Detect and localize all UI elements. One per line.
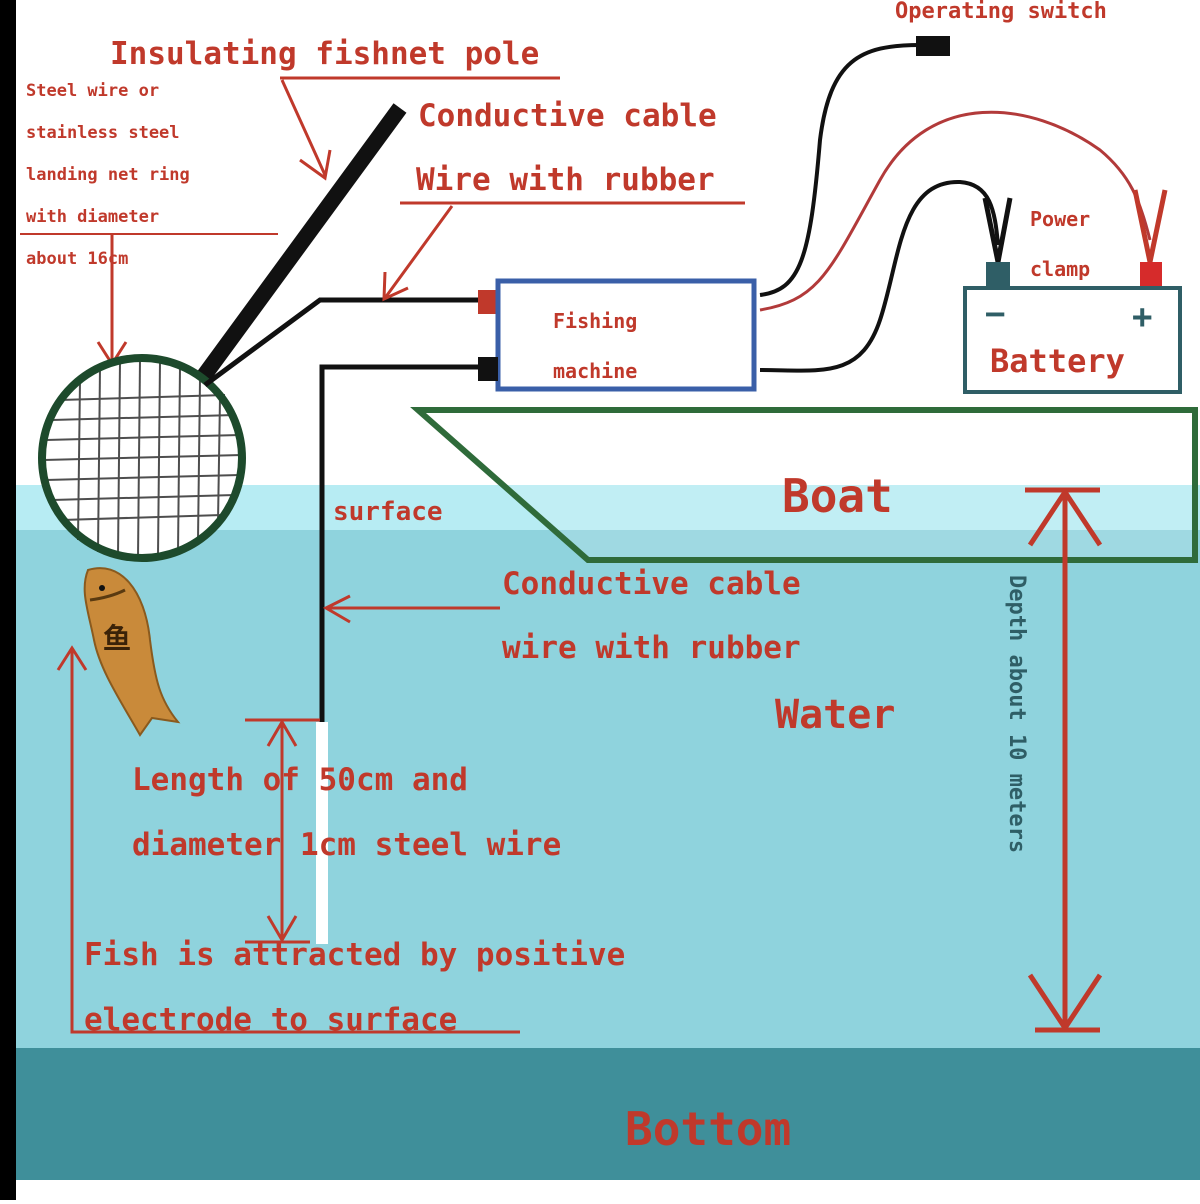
bottom-label: Bottom — [625, 1102, 791, 1156]
battery-plus-sign: + — [1132, 297, 1152, 337]
left-border — [0, 0, 16, 1200]
steel-ring-line-2: stainless steel — [26, 123, 180, 143]
bottom-region — [0, 1048, 1200, 1180]
black-power-clamp-icon — [982, 197, 1013, 286]
red-power-wire — [759, 110, 1152, 312]
fishing-machine-label-1: Fishing — [553, 309, 637, 333]
battery-label: Battery — [990, 342, 1125, 380]
fishing-machine-box — [495, 278, 757, 392]
switch-wire — [759, 43, 921, 297]
conductive-cable-top-label: Conductive cable — [418, 98, 717, 134]
fish-attracted-arrow — [56, 645, 520, 1034]
wire-with-rubber-top-label: Wire with rubber — [416, 162, 715, 198]
insulating-pole — [188, 103, 407, 393]
insulating-pole-label: Insulating fishnet pole — [110, 36, 539, 72]
depth-arrow — [1025, 487, 1103, 1033]
battery-minus-sign: − — [985, 294, 1005, 334]
conductive-cable-mid-label-2: wire with rubber — [502, 630, 801, 666]
landing-net-ring — [38, 354, 246, 562]
fish-attracted-label-2: electrode to surface — [84, 1002, 457, 1038]
red-terminal — [478, 290, 498, 314]
power-clamp-label-2: clamp — [1030, 257, 1090, 281]
fish-icon — [83, 567, 181, 737]
operating-switch-label: Operating switch — [895, 0, 1107, 24]
black-terminal — [478, 357, 498, 381]
conductive-cable-mid-label-1: Conductive cable — [502, 566, 801, 602]
steel-ring-line-4: with diameter — [26, 207, 159, 227]
battery-box — [963, 286, 1182, 394]
fish-character: 鱼 — [103, 622, 131, 655]
depth-label: Depth about 10 meters — [1004, 575, 1029, 853]
red-power-clamp-icon — [1132, 189, 1168, 286]
length-dimension-marker — [245, 718, 320, 944]
boat-hull — [410, 407, 1198, 563]
steel-wire-electrode — [316, 722, 328, 944]
surface-label: surface — [333, 497, 443, 527]
water-label: Water — [775, 692, 895, 738]
mid-cable-arrow — [322, 594, 500, 624]
fish-attracted-label-1: Fish is attracted by positive — [84, 937, 625, 973]
top-conductive-cable — [203, 297, 480, 388]
length-label-1: Length of 50cm and — [132, 762, 468, 798]
power-clamp-label-1: Power — [1030, 207, 1090, 231]
black-power-wire — [759, 179, 1000, 373]
pole-arrow — [280, 79, 332, 181]
water-region — [0, 530, 1200, 1048]
steel-ring-line-3: landing net ring — [26, 165, 190, 185]
operating-switch-icon — [916, 36, 950, 56]
submerged-conductive-cable — [319, 364, 480, 722]
steel-ring-note: Steel wire or stainless steel landing ne… — [26, 81, 190, 269]
length-label-2: diameter 1cm steel wire — [132, 827, 561, 863]
steel-ring-line-5: about 16cm — [26, 249, 128, 269]
steel-ring-line-1: Steel wire or — [26, 81, 159, 101]
wire-rubber-arrow — [382, 205, 454, 302]
fishing-machine-label-2: machine — [553, 359, 637, 383]
boat-label: Boat — [782, 469, 893, 523]
